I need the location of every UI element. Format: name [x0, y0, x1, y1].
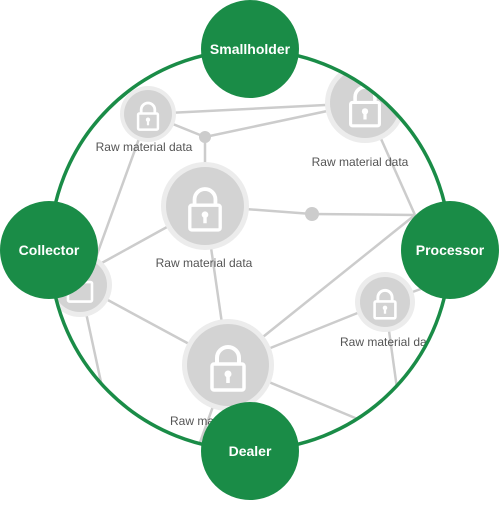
role-node-processor[interactable]: Processor	[401, 201, 499, 299]
role-node-collector[interactable]: Collector	[0, 201, 98, 299]
lock-icon	[188, 187, 222, 232]
role-circle	[201, 402, 299, 500]
junction-dot	[305, 207, 319, 221]
lock-icon	[136, 101, 160, 131]
data-node-n5[interactable]: Raw material da	[340, 272, 427, 349]
role-circle	[401, 201, 499, 299]
node-label: Raw material data	[312, 155, 409, 169]
node-label: Raw material da	[340, 335, 427, 349]
data-node-n2[interactable]: Raw material data	[312, 63, 409, 169]
junction-dot	[199, 131, 211, 143]
node-label: Raw material data	[156, 256, 253, 270]
role-label: Collector	[19, 242, 80, 258]
edge	[311, 212, 416, 217]
lock-icon	[373, 288, 397, 320]
junctions	[199, 131, 319, 221]
role-label: Processor	[416, 242, 485, 258]
role-circle	[0, 201, 98, 299]
role-label: Smallholder	[210, 41, 291, 57]
role-node-dealer[interactable]: Dealer	[201, 402, 299, 500]
lock-icon	[210, 345, 246, 392]
data-node-n3[interactable]: Raw material data	[156, 162, 253, 270]
role-circle	[201, 0, 299, 98]
role-label: Dealer	[229, 443, 272, 459]
node-label: Raw ma	[170, 414, 214, 428]
role-node-smallholder[interactable]: Smallholder	[201, 0, 299, 98]
data-node-n1[interactable]: Raw material data	[96, 86, 193, 154]
node-label: Raw material data	[96, 140, 193, 154]
inner-network: Raw material data Raw material data	[50, 63, 441, 450]
data-node-n6[interactable]: Raw ma	[170, 319, 274, 428]
